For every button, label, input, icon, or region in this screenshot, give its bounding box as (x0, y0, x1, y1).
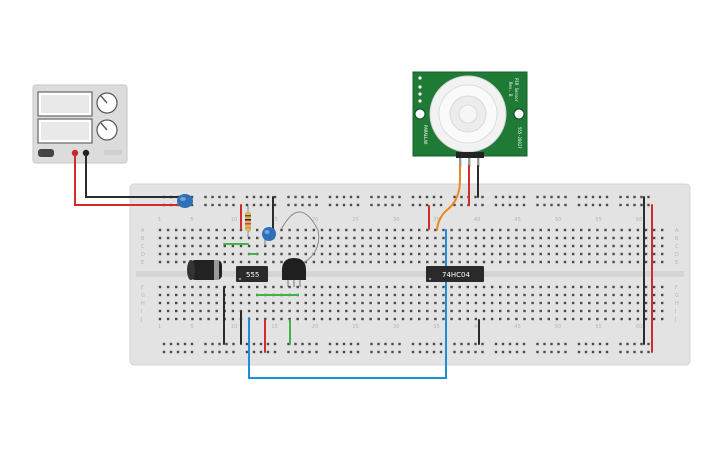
column-number: 1 (158, 324, 161, 330)
negative-terminal[interactable] (82, 149, 90, 157)
pir-label-rev: Rev. B (508, 82, 513, 97)
column-number: 1 (158, 217, 161, 223)
column-number: 40 (474, 324, 480, 330)
power-switch[interactable] (38, 149, 54, 157)
ic-74hc04[interactable]: 74HC04 (426, 266, 484, 282)
column-number: 15 (271, 324, 277, 330)
column-labels: 1155101015152020252530303535404045455050… (158, 217, 642, 330)
row-letter: I (675, 309, 676, 315)
pir-label-top: PIR Sensor (514, 78, 519, 103)
row-letter: F (141, 285, 144, 291)
positive-terminal[interactable] (71, 149, 79, 157)
column-number: 45 (514, 217, 520, 223)
row-letter: H (675, 301, 679, 307)
row-letter: H (141, 301, 145, 307)
row-letter: D (675, 252, 679, 258)
column-number: 50 (555, 324, 561, 330)
column-number: 20 (312, 324, 318, 330)
row-letter: A (675, 228, 679, 234)
row-letter: A (141, 228, 145, 234)
row-letter: J (140, 317, 142, 323)
column-number: 15 (271, 217, 277, 223)
row-letter: G (675, 293, 679, 299)
row-letter: I (141, 309, 142, 315)
row-letter: J (674, 317, 676, 323)
wire-psu-negative[interactable] (85, 155, 179, 198)
column-number: 30 (393, 217, 399, 223)
column-number: 35 (433, 324, 439, 330)
ic-555-label: 555 (246, 271, 259, 279)
power-supply[interactable] (32, 84, 128, 164)
column-number: 60 (636, 324, 642, 330)
ceramic-capacitor-2[interactable] (262, 227, 276, 245)
wire-pir-vcc[interactable] (436, 165, 461, 231)
row-letter: C (675, 244, 679, 250)
pir-label-part: 555-28027 (517, 127, 522, 149)
pir-sensor[interactable]: PIR Sensor Rev. B 555-28027 PARALLAX (412, 71, 528, 167)
wire-psu-positive[interactable] (74, 155, 179, 206)
column-number: 5 (190, 217, 193, 223)
mount-hole-left (414, 108, 426, 120)
column-number: 5 (190, 324, 193, 330)
column-number: 30 (393, 324, 399, 330)
column-number: 25 (352, 217, 358, 223)
breadboard-center-channel (136, 271, 684, 277)
row-letter: C (141, 244, 145, 250)
column-number: 20 (312, 217, 318, 223)
row-letter: D (141, 252, 145, 258)
row-letter: E (675, 260, 678, 266)
column-number: 10 (231, 217, 237, 223)
row-letter: F (675, 285, 678, 291)
wires (74, 155, 653, 379)
row-letter: B (675, 236, 679, 242)
breadboard-holes (158, 195, 664, 354)
column-number: 35 (433, 217, 439, 223)
row-letter: G (141, 293, 145, 299)
pir-label-maker: PARALLAX (423, 125, 428, 145)
wire-grey-arc[interactable] (281, 211, 320, 263)
resistor[interactable] (245, 206, 251, 237)
column-number: 55 (595, 217, 601, 223)
ic-555[interactable]: 555 (236, 266, 268, 282)
row-letter: E (141, 260, 144, 266)
row-letter: B (141, 236, 145, 242)
column-number: 45 (514, 324, 520, 330)
wire-blue-loop[interactable] (248, 229, 447, 379)
column-number: 40 (474, 217, 480, 223)
ceramic-capacitor-1[interactable] (177, 194, 193, 208)
ic-74hc04-label: 74HC04 (442, 271, 471, 279)
column-number: 10 (231, 324, 237, 330)
column-number: 50 (555, 217, 561, 223)
column-number: 55 (595, 324, 601, 330)
electrolytic-capacitor[interactable] (187, 260, 222, 280)
mount-hole-right (513, 108, 525, 120)
transistor[interactable] (282, 258, 306, 287)
column-number: 60 (636, 217, 642, 223)
column-number: 25 (352, 324, 358, 330)
